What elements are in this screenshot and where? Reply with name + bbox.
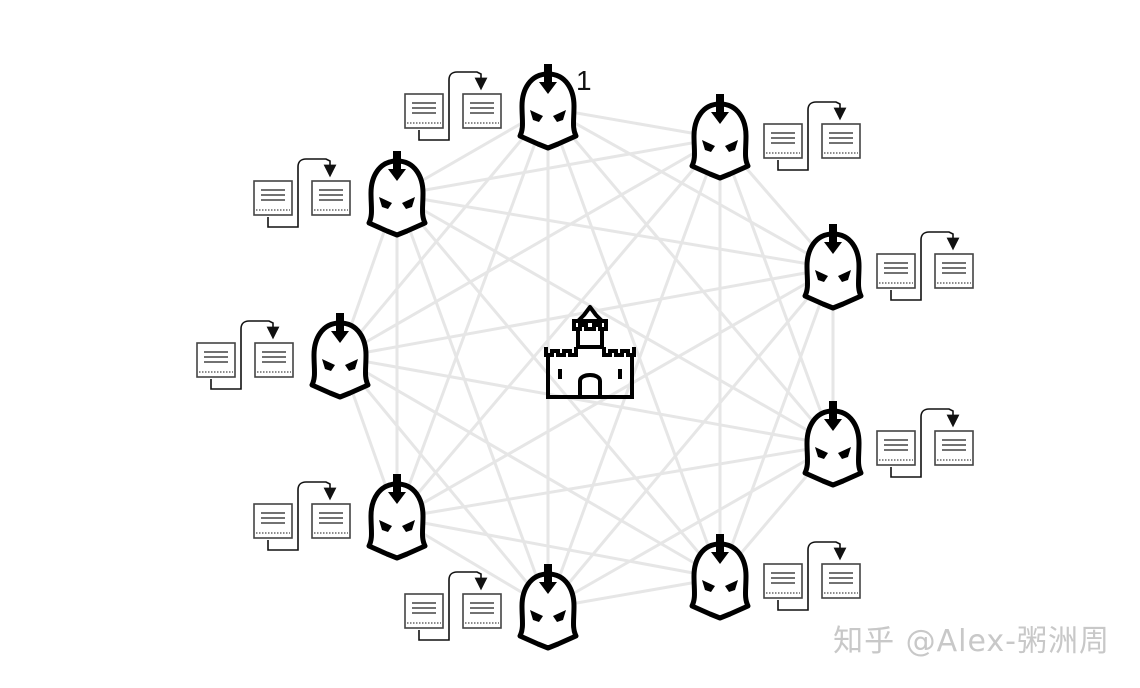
edge: [395, 137, 722, 519]
helmet-icon: [312, 313, 368, 397]
helmet-icon: [369, 474, 425, 558]
edge: [396, 193, 834, 447]
general-node: [254, 474, 425, 558]
ledger-blocks-icon: [764, 542, 860, 610]
edge: [396, 136, 721, 197]
node-label: 1: [576, 65, 592, 96]
helmet-icon: [805, 401, 861, 485]
ledger-blocks-icon: [877, 409, 973, 477]
helmet-icon: [692, 534, 748, 618]
edge: [339, 355, 834, 447]
edge: [395, 107, 550, 519]
helmet-icon: [520, 564, 576, 648]
edge: [396, 516, 721, 580]
general-node: [805, 401, 973, 485]
ledger-blocks-icon: [254, 482, 350, 550]
ledger-blocks-icon: [405, 572, 501, 640]
general-node: [692, 534, 860, 618]
edges: [338, 106, 835, 610]
edge: [396, 193, 834, 270]
edge: [339, 355, 721, 580]
nodes: 1: [197, 64, 973, 648]
edge: [547, 576, 721, 610]
edge: [718, 267, 835, 579]
edge: [395, 194, 550, 609]
ledger-blocks-icon: [405, 72, 501, 140]
helmet-icon: [369, 151, 425, 235]
general-node: [405, 564, 576, 648]
edge: [546, 267, 835, 609]
edge: [338, 107, 550, 358]
ledger-blocks-icon: [197, 321, 293, 389]
helmet-icon: [805, 224, 861, 308]
edge: [339, 136, 721, 359]
castle-icon: [544, 305, 636, 399]
helmet-icon: [520, 64, 576, 148]
ledger-blocks-icon: [764, 102, 860, 170]
general-node: [197, 313, 368, 397]
watermark: 知乎 @Alex-粥洲周: [833, 624, 1110, 659]
general-node: [254, 151, 425, 235]
general-node: [805, 224, 973, 308]
edge: [547, 443, 834, 610]
edge: [395, 194, 722, 579]
helmet-icon: [692, 94, 748, 178]
edge: [338, 356, 550, 609]
general-node: [692, 94, 860, 178]
edge: [718, 137, 835, 446]
edge: [547, 106, 721, 140]
ledger-blocks-icon: [254, 159, 350, 227]
edge: [546, 107, 835, 446]
ledger-blocks-icon: [877, 232, 973, 300]
edge: [547, 106, 834, 270]
edge: [396, 443, 834, 520]
edge: [396, 266, 834, 520]
edge: [546, 107, 722, 579]
general-node: 1: [405, 64, 592, 148]
